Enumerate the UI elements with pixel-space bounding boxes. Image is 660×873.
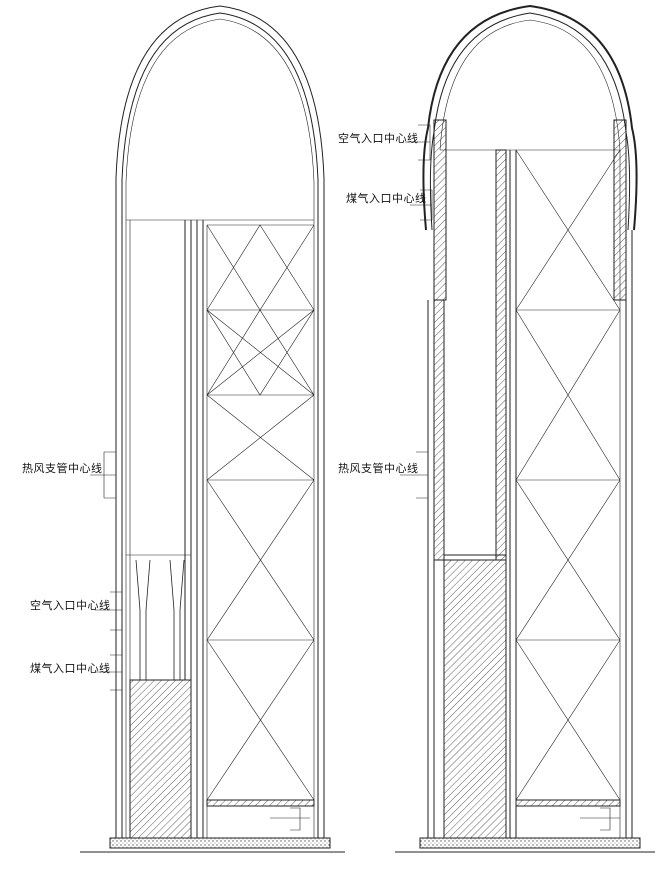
left-dome-outer	[115, 5, 325, 200]
right-dome-outer	[422, 4, 638, 231]
right-combustion-wall	[495, 149, 507, 561]
left-base	[109, 837, 331, 849]
right-hot-air-branch-label: 热风支管中心线	[338, 462, 419, 475]
right-gas-inlet-label: 煤气入口中心线	[346, 192, 427, 205]
right-base	[419, 837, 641, 849]
right-air-inlet-label: 空气入口中心线	[338, 132, 419, 145]
left-gas-inlet-label: 煤气入口中心线	[30, 662, 111, 675]
left-stove	[80, 5, 345, 853]
right-hatched-fill	[443, 559, 507, 839]
right-stove	[395, 4, 655, 853]
right-burner-hatch	[433, 119, 447, 301]
left-hatched-fill	[129, 679, 192, 839]
left-hot-air-branch-label: 热风支管中心线	[22, 462, 103, 475]
left-checker-pattern	[206, 224, 315, 838]
left-air-inlet-label: 空气入口中心线	[30, 599, 111, 612]
left-dome-inner	[121, 12, 319, 200]
right-checker-pattern	[515, 149, 621, 838]
